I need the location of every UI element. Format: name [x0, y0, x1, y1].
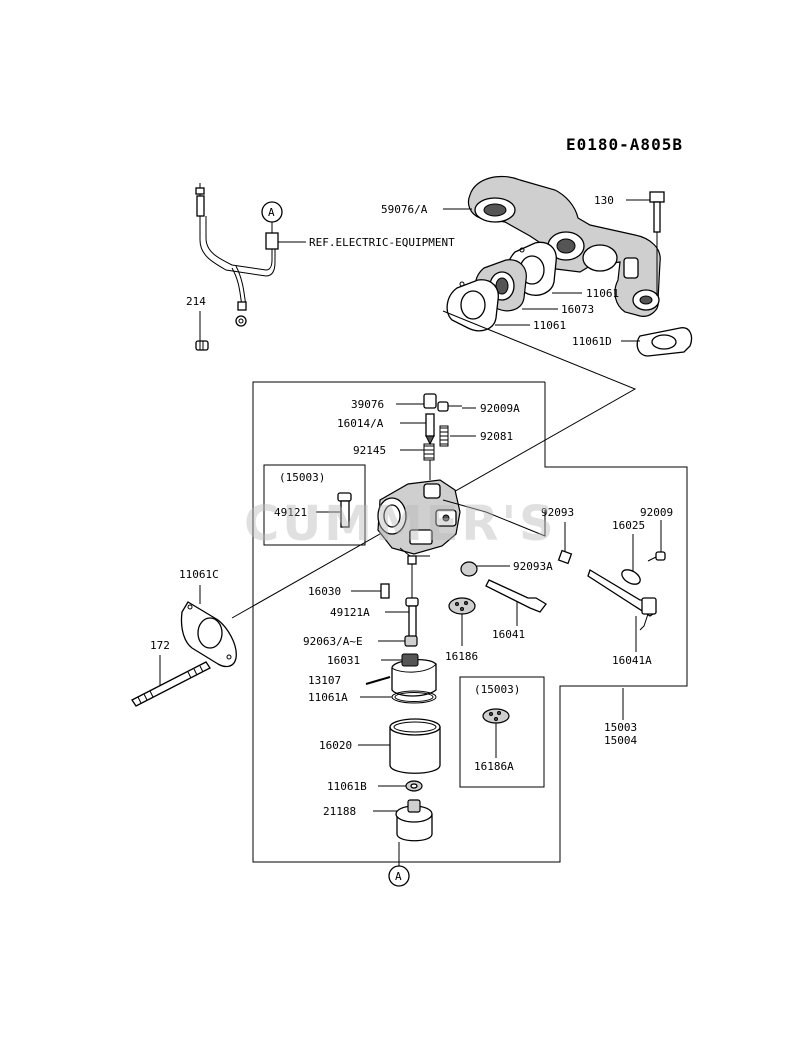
carburetor-body [377, 479, 461, 565]
part-label: 16041A [612, 654, 652, 667]
jet-92063-icon [404, 635, 418, 647]
part-label: 16020 [319, 739, 352, 752]
part-label: 172 [150, 639, 170, 652]
exhaust-manifold [467, 175, 661, 317]
part-label: 130 [594, 194, 614, 207]
part-label: 16025 [612, 519, 645, 532]
jet-16030-icon [380, 583, 390, 599]
pin-13107-icon [365, 676, 391, 685]
part-label: 11061B [327, 780, 367, 793]
part-label: 92093 [541, 506, 574, 519]
part-label: 214 [186, 295, 206, 308]
gasket-11061-upper [506, 241, 557, 296]
screw-92009a-icon [437, 401, 462, 412]
part-label: 49121 [274, 506, 307, 519]
part-label: 92063/A~E [303, 635, 363, 648]
screw-92009-icon [647, 551, 666, 562]
diagram-code: E0180-A805B [566, 135, 683, 154]
throttle-shaft-16041a [442, 499, 657, 631]
stud-172 [131, 661, 211, 707]
gasket-11061d [636, 327, 693, 357]
washer-11061b-icon [405, 780, 423, 792]
carburetor-group-frame [252, 381, 688, 863]
part-label: 92009 [640, 506, 673, 519]
part-label: 11061C [179, 568, 219, 581]
needle-16014a-icon [425, 413, 435, 446]
seal-92093a-icon [460, 561, 478, 577]
spring-92145-icon [423, 443, 435, 461]
part-label: 16073 [561, 303, 594, 316]
part-label: 16186A [474, 760, 514, 773]
part-label: 11061A [308, 691, 348, 704]
float-bowl-16020 [389, 718, 441, 774]
part-label: 15004 [604, 734, 637, 747]
subgroup-box-16186a [459, 676, 545, 788]
subgroup-box-49121 [263, 464, 366, 546]
reference-label: REF.ELECTRIC-EQUIPMENT [309, 236, 455, 249]
bolt-130-icon [649, 191, 665, 233]
part-label: 39076 [351, 398, 384, 411]
part-label: 11061 [586, 287, 619, 300]
tube-49121-icon [337, 492, 352, 528]
part-label: 92081 [480, 430, 513, 443]
screw-39076-icon [423, 393, 437, 409]
subgroup-label: (15003) [279, 471, 325, 484]
part-label: 11061D [572, 335, 612, 348]
watermark: CUMMER'S [244, 496, 557, 552]
part-label: 49121A [330, 606, 370, 619]
subgroup-label: (15003) [474, 683, 520, 696]
part-label: 92009A [480, 402, 520, 415]
spring-92081-icon [439, 425, 449, 447]
part-label: 16186 [445, 650, 478, 663]
diaphragm-16186a-icon [482, 708, 510, 724]
gasket-11061c [180, 601, 237, 668]
tube-49121a-icon [405, 597, 419, 641]
part-label: 11061 [533, 319, 566, 332]
throttle-plate-16025-icon [621, 569, 641, 585]
part-label: 21188 [323, 805, 356, 818]
choke-shaft-16041 [485, 579, 547, 613]
solenoid-wire-assembly [195, 183, 279, 327]
part-label: 15003 [604, 721, 637, 734]
gasket-11061a [391, 690, 437, 704]
choke-plate-16186 [448, 597, 476, 615]
part-label: 13107 [308, 674, 341, 687]
part-label: 16014/A [337, 417, 384, 430]
part-label: 92093A [513, 560, 553, 573]
part-label: 16031 [327, 654, 360, 667]
part-label: 16041 [492, 628, 525, 641]
connector-marker-bottom: A [395, 870, 402, 883]
part-label: 16030 [308, 585, 341, 598]
connector-marker-top: A [268, 206, 275, 219]
part-label: 92145 [353, 444, 386, 457]
part-label: 59076/A [381, 203, 428, 216]
float-16031 [391, 653, 437, 697]
solenoid-21188 [395, 799, 433, 842]
screw-214-icon [195, 340, 209, 351]
